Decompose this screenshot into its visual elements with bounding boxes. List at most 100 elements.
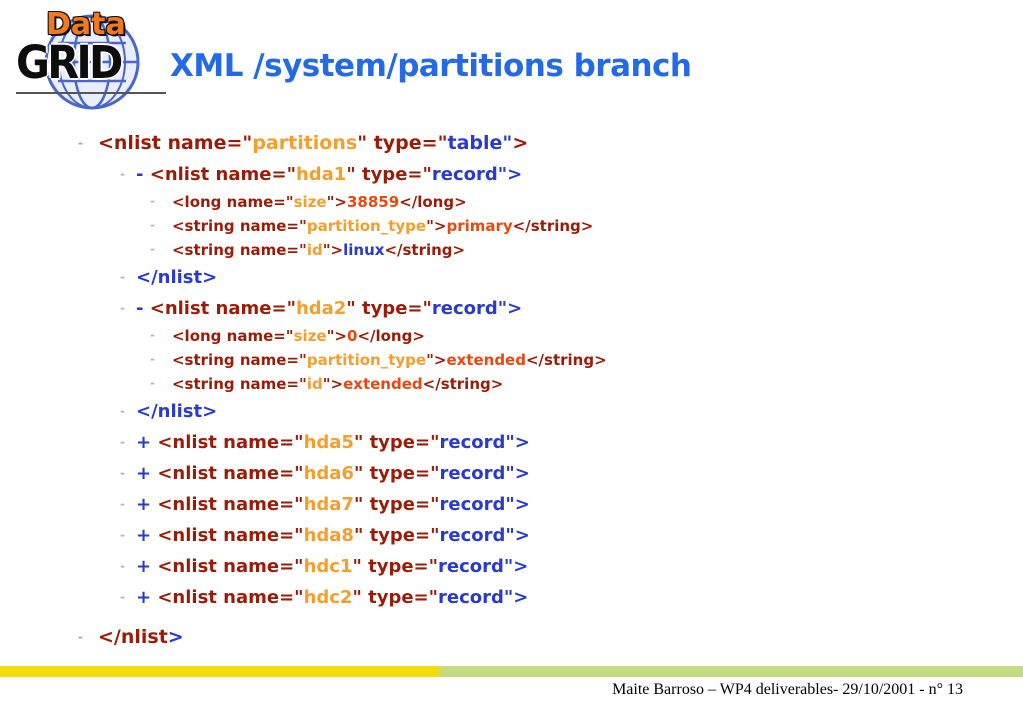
code-token: size xyxy=(293,193,327,211)
bullet-dash-icon: - xyxy=(150,218,155,232)
code-line: -- <nlist name="hda2" type="record"> xyxy=(0,293,1023,324)
bullet-dash-icon: - xyxy=(150,194,155,208)
code-token: + xyxy=(135,525,158,546)
code-token: linux xyxy=(343,241,385,259)
code-token: </string> xyxy=(525,351,607,369)
code-token: </nlist> xyxy=(135,401,218,422)
code-token: + xyxy=(135,587,158,608)
code-token: partitions xyxy=(252,132,358,154)
code-token: " type=" xyxy=(352,556,439,577)
code-line: -<long name="size">0</long> xyxy=(0,324,1023,348)
code-line: -+ <nlist name="hdc1" type="record"> xyxy=(0,551,1023,582)
code-token: record"> xyxy=(431,164,523,185)
code-token: partition_type xyxy=(306,351,427,369)
code-token: > xyxy=(167,626,184,648)
code-line: -</nlist> xyxy=(0,621,1023,653)
code-token: extended xyxy=(343,375,423,393)
code-token: <nlist name=" xyxy=(157,587,304,608)
code-token: 0 xyxy=(347,327,358,345)
code-token: </nlist xyxy=(97,626,168,648)
code-token: </long> xyxy=(399,193,467,211)
code-line: -+ <nlist name="hda6" type="record"> xyxy=(0,458,1023,489)
code-token: </string> xyxy=(384,241,466,259)
code-token: <nlist name=" xyxy=(149,164,296,185)
code-line: -<string name="partition_type">primary</… xyxy=(0,214,1023,238)
code-line: -- <nlist name="hda1" type="record"> xyxy=(0,159,1023,190)
code-line: -+ <nlist name="hda7" type="record"> xyxy=(0,489,1023,520)
code-token: <string name=" xyxy=(171,217,307,235)
xml-tree: -<nlist name="partitions" type="table">-… xyxy=(0,127,1023,653)
bullet-dash-icon: - xyxy=(150,242,155,256)
code-token: "> xyxy=(326,193,347,211)
footer-credit: Maite Barroso – WP4 deliverables- 29/10/… xyxy=(612,681,963,698)
code-line: - <long name="size">38859</long> xyxy=(0,190,1023,214)
bullet-dash-icon: - xyxy=(78,136,83,150)
code-token: hda5 xyxy=(303,432,354,453)
code-token: <string name=" xyxy=(171,241,307,259)
code-line: -<string name="partition_type">extended<… xyxy=(0,348,1023,372)
code-token: "> xyxy=(426,351,447,369)
code-token: " type=" xyxy=(346,164,432,185)
bullet-dash-icon: - xyxy=(78,630,83,644)
code-token: hdc2 xyxy=(303,587,353,608)
bullet-dash-icon: - xyxy=(150,376,155,390)
code-token: <long name=" xyxy=(171,193,294,211)
code-line: -</nlist> xyxy=(0,396,1023,427)
bullet-dash-icon: - xyxy=(120,497,125,511)
code-token: " type=" xyxy=(353,525,440,546)
code-line: -</nlist> xyxy=(0,262,1023,293)
bullet-dash-icon: - xyxy=(120,167,125,181)
code-token: "> xyxy=(426,217,447,235)
code-token: " type=" xyxy=(352,587,439,608)
code-line: -+ <nlist name="hda5" type="record"> xyxy=(0,427,1023,458)
code-token: 38859 xyxy=(347,193,400,211)
slide-title: XML /system/partitions branch xyxy=(170,48,692,84)
footer-bar-yellow xyxy=(0,666,440,677)
code-token: " type=" xyxy=(353,432,440,453)
code-token: record"> xyxy=(439,494,530,515)
code-token: <nlist name=" xyxy=(157,463,304,484)
code-token: hda2 xyxy=(295,298,347,319)
code-token: hda1 xyxy=(295,164,347,185)
code-token: - xyxy=(135,298,150,319)
globe-icon xyxy=(44,14,140,110)
bullet-dash-icon: - xyxy=(150,328,155,342)
code-token: "> xyxy=(322,241,344,259)
footer-bar-green xyxy=(440,666,1023,677)
code-token: <nlist name=" xyxy=(157,525,304,546)
code-token: + xyxy=(135,432,158,453)
code-line: -+ <nlist name="hdc2" type="record"> xyxy=(0,582,1023,613)
code-token: record"> xyxy=(439,525,530,546)
code-token: </string> xyxy=(422,375,504,393)
code-token: record"> xyxy=(439,432,530,453)
bullet-dash-icon: - xyxy=(120,559,125,573)
bullet-dash-icon: - xyxy=(150,352,155,366)
code-token: </long> xyxy=(357,327,425,345)
code-token: "> xyxy=(326,327,347,345)
logo-data-text: Data xyxy=(46,7,126,42)
bullet-dash-icon: - xyxy=(120,435,125,449)
code-token: - xyxy=(135,164,150,185)
code-token: record"> xyxy=(438,587,529,608)
code-token: partition_type xyxy=(306,217,427,235)
code-token: "> xyxy=(322,375,344,393)
code-token: + xyxy=(135,556,158,577)
bullet-dash-icon: - xyxy=(120,590,125,604)
code-token: " type=" xyxy=(353,494,440,515)
code-line: -<string name="id">extended</string> xyxy=(0,372,1023,396)
code-line: -<string name="id">linux</string> xyxy=(0,238,1023,262)
bullet-dash-icon: - xyxy=(120,270,125,284)
code-token: <nlist name=" xyxy=(97,132,253,154)
code-token: hda8 xyxy=(303,525,354,546)
code-token: <string name=" xyxy=(171,351,307,369)
code-token: record"> xyxy=(439,463,530,484)
code-token: </string> xyxy=(512,217,594,235)
logo-underline xyxy=(16,92,166,94)
code-token: + xyxy=(135,494,158,515)
code-token: size xyxy=(293,327,327,345)
code-token: <nlist name=" xyxy=(157,494,304,515)
code-token: hda6 xyxy=(303,463,354,484)
bullet-dash-icon: - xyxy=(120,404,125,418)
code-token: " type=" xyxy=(346,298,432,319)
code-line: -<nlist name="partitions" type="table"> xyxy=(0,127,1023,159)
